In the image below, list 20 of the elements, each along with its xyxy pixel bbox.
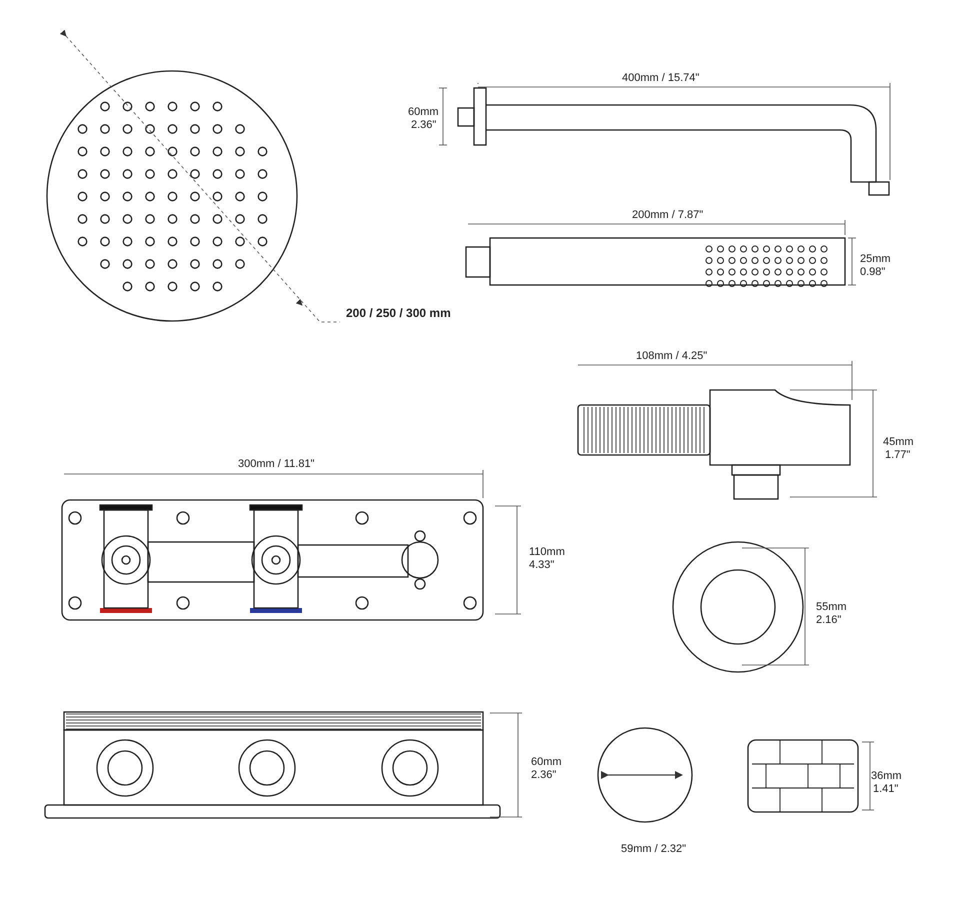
dimension-label: 1.77"	[885, 449, 910, 462]
dimension-label: 400mm / 15.74"	[622, 72, 700, 85]
dimension-label: 110mm	[529, 546, 565, 559]
dimension-label: 45mm	[883, 436, 914, 449]
dimension-label: 59mm / 2.32"	[621, 843, 686, 856]
dimension-label: 1.41"	[873, 783, 898, 796]
dimension-label: 25mm	[860, 253, 891, 266]
dimension-label: 2.36"	[531, 769, 556, 782]
dimension-label: 2.36"	[411, 119, 436, 132]
dimension-label: 2.16"	[816, 614, 842, 627]
dimension-label: 4.33"	[529, 559, 554, 572]
dimension-label: 36mm	[871, 770, 902, 783]
dimension-label: 60mm	[531, 756, 562, 769]
dimension-label: 60mm	[408, 106, 439, 119]
dimension-label: 108mm / 4.25"	[636, 350, 708, 363]
dimension-label: 200mm / 7.87"	[632, 209, 704, 222]
dimension-label: 55mm	[816, 601, 847, 614]
dimension-label: 0.98"	[860, 266, 886, 279]
dimension-label: 300mm / 11.81"	[238, 458, 314, 471]
dimension-label: 200 / 250 / 300 mm	[346, 307, 451, 320]
